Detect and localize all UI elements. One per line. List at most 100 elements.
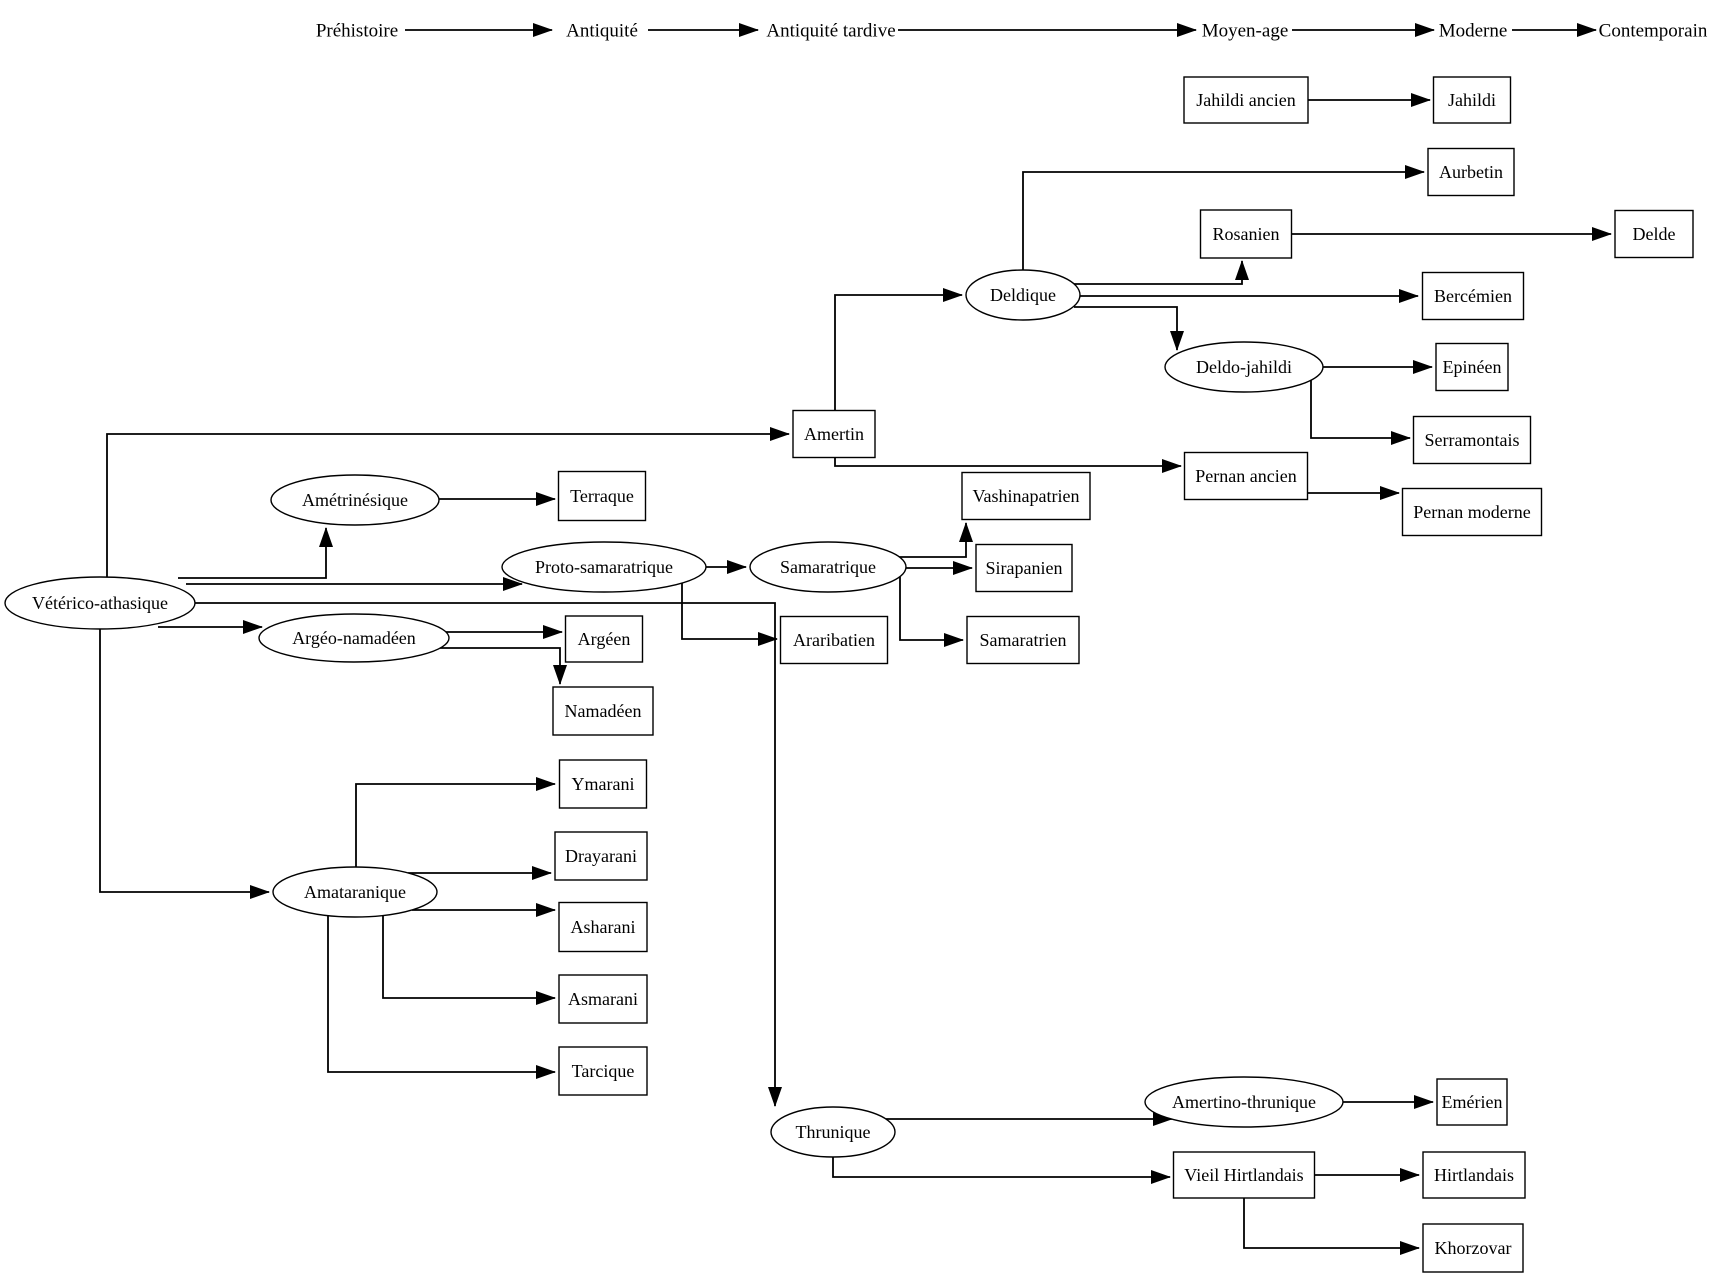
edge-veterico-athasique-to-amertin	[106, 427, 790, 577]
node-serramontais: Serramontais	[1412, 415, 1532, 465]
samaratrien-label: Samaratrien	[980, 630, 1067, 650]
amataranique-ellipse	[272, 866, 438, 918]
node-proto-samaratrique: Proto-samaratrique	[501, 541, 707, 593]
samaratrique-label: Samaratrique	[780, 557, 876, 577]
asmarani-box	[558, 974, 648, 1024]
node-araribatien: Araribatien	[779, 615, 889, 665]
node-rosanien: Rosanien	[1199, 209, 1293, 259]
vieil-hirtlandais-label: Vieil Hirtlandais	[1184, 1165, 1303, 1185]
pernan-ancien-box	[1183, 451, 1309, 501]
antiquite-tardive-label: Antiquité tardive	[766, 20, 895, 41]
jahildi-ancien-box	[1183, 76, 1309, 124]
argeo-namadeen-ellipse	[258, 613, 450, 663]
asharani-label: Asharani	[571, 917, 636, 937]
node-samaratrien: Samaratrien	[966, 615, 1080, 665]
edge-amertin-to-pernan-ancien	[834, 458, 1182, 473]
amertin-box	[792, 409, 876, 459]
terraque-label: Terraque	[570, 486, 634, 506]
node-argeo-namadeen: Argéo-namadéen	[258, 613, 450, 663]
amertin-label: Amertin	[804, 424, 864, 444]
epineen-box	[1435, 342, 1509, 392]
hirtlandais-box	[1422, 1151, 1526, 1199]
node-deldique: Deldique	[965, 269, 1081, 321]
edge-veterico-athasique-to-ametrinesique	[178, 527, 333, 579]
node-aurbetin: Aurbetin	[1427, 147, 1515, 197]
node-namadeen: Namadéen	[552, 686, 654, 736]
node-amertin: Amertin	[792, 409, 876, 459]
node-terraque: Terraque	[557, 470, 647, 522]
terraque-box	[557, 470, 647, 522]
jahildi-label: Jahildi	[1448, 90, 1496, 110]
moyen-age-label: Moyen-age	[1202, 20, 1289, 41]
sirapanien-box	[975, 543, 1073, 593]
deldique-ellipse	[965, 269, 1081, 321]
argeo-namadeen-label: Argéo-namadéen	[292, 628, 416, 648]
araribatien-box	[779, 615, 889, 665]
node-emerien: Emérien	[1436, 1078, 1508, 1126]
aurbetin-box	[1427, 147, 1515, 197]
rosanien-label: Rosanien	[1213, 224, 1280, 244]
pernan-ancien-label: Pernan ancien	[1195, 466, 1296, 486]
thrunique-ellipse	[770, 1106, 896, 1158]
deldo-jahildi-ellipse	[1164, 341, 1324, 393]
node-pernan-moderne: Pernan moderne	[1401, 487, 1543, 537]
edge-amertin-to-deldique	[834, 288, 963, 411]
node-tarcique: Tarcique	[558, 1046, 648, 1096]
node-contemporain: Contemporain	[1599, 20, 1708, 41]
vashinapatrien-label: Vashinapatrien	[973, 486, 1080, 506]
jahildi-box	[1432, 76, 1512, 124]
epineen-label: Epinéen	[1443, 357, 1502, 377]
thrunique-label: Thrunique	[796, 1122, 871, 1142]
node-moderne: Moderne	[1439, 20, 1508, 41]
serramontais-label: Serramontais	[1425, 430, 1520, 450]
edge-deldo-jahildi-to-serramontais	[1310, 380, 1411, 445]
antiquite-label: Antiquité	[566, 20, 638, 41]
bercemien-box	[1421, 271, 1525, 321]
edge-vieil-hirtlandais-to-khorzovar	[1243, 1198, 1420, 1255]
delde-label: Delde	[1633, 224, 1676, 244]
sirapanien-label: Sirapanien	[986, 558, 1063, 578]
moderne-label: Moderne	[1439, 20, 1508, 41]
edge-amataranique-to-asmarani	[382, 915, 556, 1005]
edge-deldique-to-aurbetin	[1022, 165, 1425, 270]
vieil-hirtlandais-box	[1172, 1151, 1316, 1199]
bercemien-label: Bercémien	[1434, 286, 1512, 306]
ametrinesique-ellipse	[270, 474, 440, 526]
hirtlandais-label: Hirtlandais	[1434, 1165, 1514, 1185]
node-prehistoire: Préhistoire	[316, 20, 398, 41]
namadeen-label: Namadéen	[565, 701, 642, 721]
veterico-athasique-label: Vétérico-athasique	[32, 593, 168, 613]
delde-box	[1614, 209, 1694, 259]
node-argeen: Argéen	[564, 615, 644, 663]
edge-amataranique-to-ymarani	[355, 777, 556, 867]
edge-argeo-namadeen-to-namadeen	[440, 647, 567, 685]
rosanien-box	[1199, 209, 1293, 259]
edge-deldique-to-rosanien	[1074, 260, 1249, 285]
node-deldo-jahildi: Deldo-jahildi	[1164, 341, 1324, 393]
edge-samaratrique-to-samaratrien	[899, 577, 964, 647]
nodes-layer: Préhistoire Antiquité Antiquité tardive Moy…	[4, 20, 1708, 1273]
khorzovar-box	[1422, 1223, 1524, 1273]
node-antiquite-tardive: Antiquité tardive	[766, 20, 895, 41]
node-moyen-age: Moyen-age	[1202, 20, 1289, 41]
edge-veterico-athasique-to-amataranique	[99, 629, 270, 899]
edge-proto-samaratrique-to-araribatien	[681, 583, 778, 646]
amataranique-label: Amataranique	[304, 882, 406, 902]
namadeen-box	[552, 686, 654, 736]
node-asmarani: Asmarani	[558, 974, 648, 1024]
node-asharani: Asharani	[558, 901, 648, 953]
node-samaratrique: Samaratrique	[749, 541, 907, 593]
aurbetin-label: Aurbetin	[1439, 162, 1503, 182]
ymarani-label: Ymarani	[572, 774, 635, 794]
proto-samaratrique-label: Proto-samaratrique	[535, 557, 673, 577]
tarcique-label: Tarcique	[572, 1061, 635, 1081]
amertino-thrunique-ellipse	[1144, 1076, 1344, 1128]
node-delde: Delde	[1614, 209, 1694, 259]
node-ymarani: Ymarani	[558, 759, 648, 809]
khorzovar-label: Khorzovar	[1435, 1238, 1512, 1258]
node-vieil-hirtlandais: Vieil Hirtlandais	[1172, 1151, 1316, 1199]
emerien-label: Emérien	[1442, 1092, 1503, 1112]
argeen-box	[564, 615, 644, 663]
edge-deldique-to-deldo-jahildi	[1074, 306, 1184, 351]
ymarani-box	[558, 759, 648, 809]
